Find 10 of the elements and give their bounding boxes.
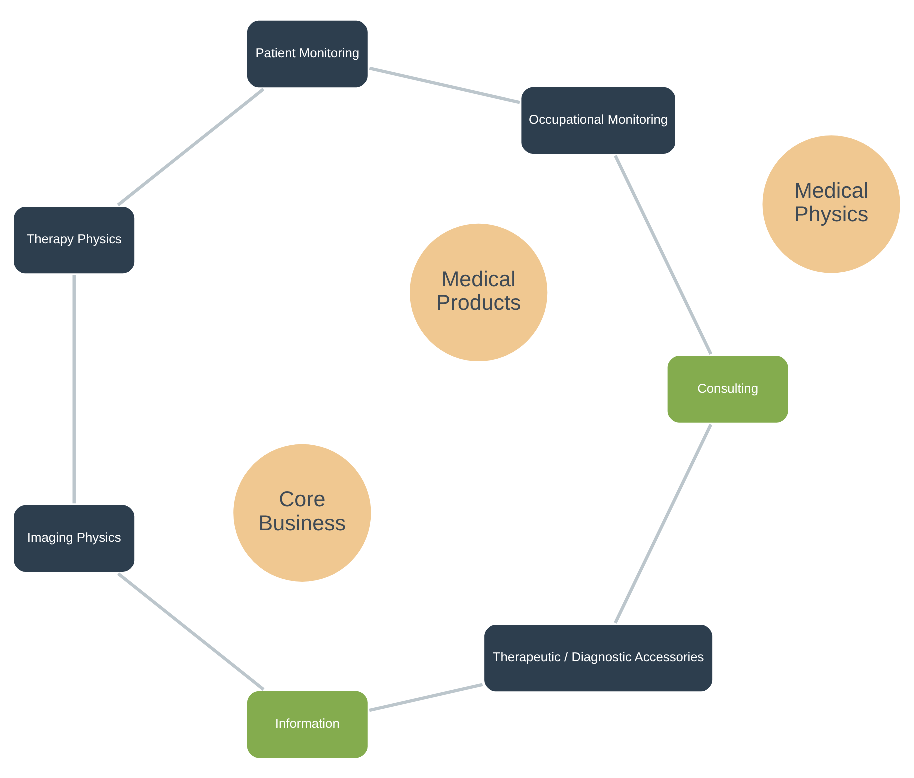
node-circle: Medical Physics <box>760 133 903 275</box>
connector <box>369 66 520 104</box>
node-circle: Medical Products <box>408 221 550 364</box>
connector <box>614 423 713 624</box>
connector <box>614 154 713 355</box>
connector <box>117 572 265 691</box>
connector <box>72 274 76 504</box>
connector <box>117 88 265 206</box>
connector <box>369 682 484 712</box>
node-circle: Core Business <box>231 442 374 584</box>
